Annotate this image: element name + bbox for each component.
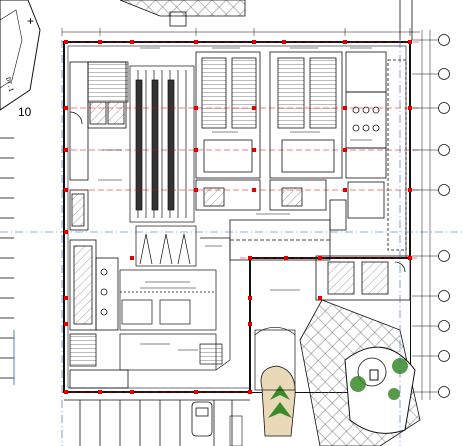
blue-number-label: 10 <box>18 105 32 119</box>
top-dimension-lines <box>61 28 420 36</box>
central-lanes <box>87 61 197 267</box>
stair-blocks <box>195 51 343 211</box>
lower-hall <box>119 237 231 371</box>
grid-axes-blue <box>0 40 462 446</box>
left-margin-ticks <box>0 137 15 385</box>
service-column <box>329 51 407 251</box>
room-label-scribbles <box>98 47 372 351</box>
bottom-parking <box>64 399 250 446</box>
top-left-fragment: DT.1 <box>0 0 41 111</box>
bottom-courtyard <box>254 299 421 446</box>
column-markers <box>64 40 412 394</box>
svg-text:DT.1: DT.1 <box>4 77 15 93</box>
grid-axes-red <box>62 41 420 393</box>
corridor-block <box>229 219 411 301</box>
axis-bubbles <box>412 30 450 400</box>
cursor-mark: + <box>27 14 34 28</box>
left-wing <box>69 61 129 389</box>
top-road-strip <box>119 0 413 40</box>
